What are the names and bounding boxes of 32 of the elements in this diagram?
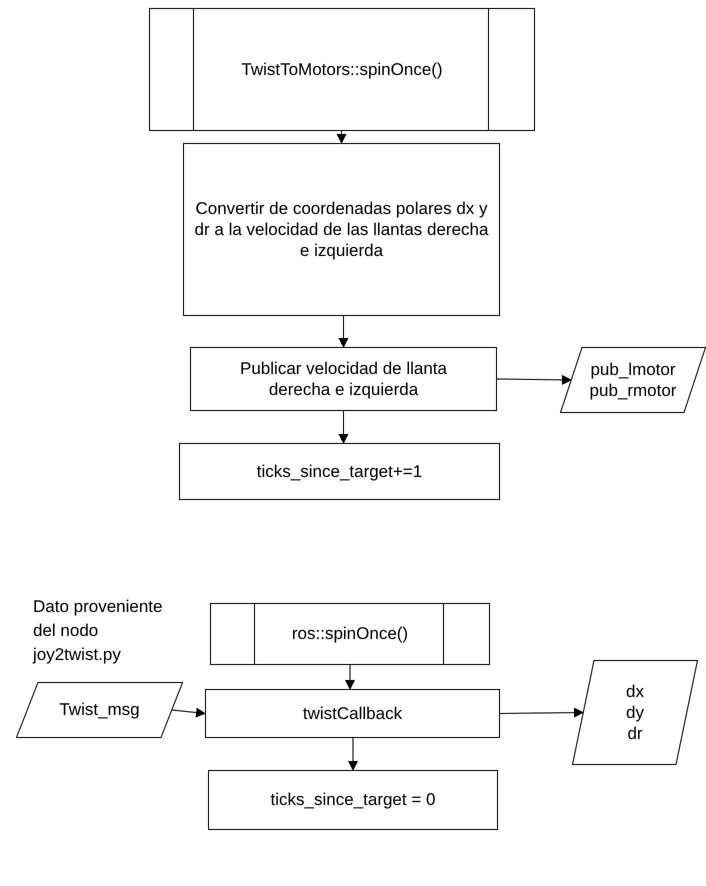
arrow xyxy=(496,374,572,385)
arrow xyxy=(172,708,206,718)
node-text: twistCallback xyxy=(302,702,402,724)
node-text: dr xyxy=(627,723,643,744)
process-box xyxy=(208,770,498,830)
subroutine-box xyxy=(210,603,490,665)
process-box xyxy=(183,143,500,316)
process-box xyxy=(190,347,497,411)
node-text: ros::spinOnce() xyxy=(292,623,408,645)
node-text: Publicar velocidad de llanta derecha e izquierda xyxy=(239,358,448,400)
node-text: dx xyxy=(626,680,644,702)
node-text: ticks_since_target = 0 xyxy=(270,789,436,811)
arrow xyxy=(338,316,348,348)
node-text: Convertir de coordenadas polares dx y dr a la velocidad de las llantas derecha e izquierda xyxy=(194,198,489,262)
node-text: pub_rmotor xyxy=(590,380,676,402)
note-text: Dato proveniente del nodo joy2twist.py xyxy=(33,596,164,666)
process-box xyxy=(205,689,500,738)
arrow xyxy=(348,738,358,771)
node-text: pub_lmotor xyxy=(590,358,676,380)
node-text: ticks_since_target+=1 xyxy=(256,460,422,482)
node-text: Twist_msg xyxy=(59,699,140,721)
arrow xyxy=(345,664,355,690)
data-parallelogram xyxy=(572,660,698,765)
data-parallelogram xyxy=(16,682,183,738)
arrow xyxy=(338,410,348,444)
subroutine-box xyxy=(149,8,535,131)
arrow xyxy=(336,130,346,144)
node-text: TwistToMotors::spinOnce() xyxy=(241,58,443,80)
process-box xyxy=(179,443,500,500)
node-text: dy xyxy=(626,702,644,724)
data-parallelogram xyxy=(560,347,706,413)
arrow xyxy=(500,708,584,718)
